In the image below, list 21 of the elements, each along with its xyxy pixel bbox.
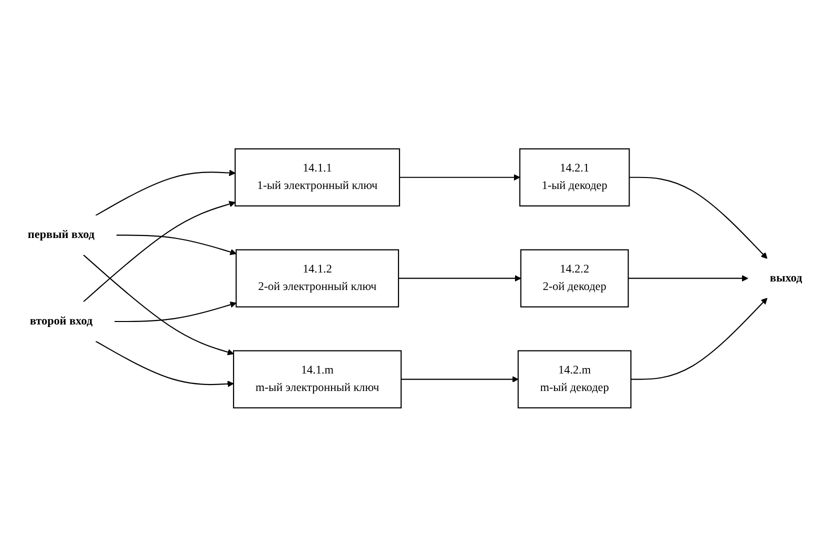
- arrow: [629, 176, 768, 259]
- arrow: [83, 200, 236, 302]
- arrow: [95, 169, 236, 216]
- node-box: 14.2.2 2-ой декодер: [520, 248, 629, 308]
- arrow: [401, 376, 518, 382]
- arrow: [398, 274, 522, 282]
- node-box: 14.2.m m-ый декодер: [518, 350, 632, 408]
- node-box: 14.2.1 1-ый декодер: [519, 148, 630, 206]
- node-box: 14.1.1 1-ый электронный ключ: [234, 148, 400, 206]
- arrow: [400, 174, 520, 180]
- arrow: [628, 274, 748, 282]
- arrow: [630, 297, 768, 380]
- node-text: первый вход: [28, 228, 95, 241]
- arrow: [116, 234, 236, 255]
- arrow: [114, 301, 236, 322]
- node-text: выход: [770, 271, 802, 284]
- node-text: второй вход: [30, 314, 93, 328]
- arrow: [95, 340, 234, 387]
- node-box: 14.1.2 2-ой электронный ключ: [236, 248, 400, 308]
- node-box: 14.1.m m-ый электронный ключ: [233, 350, 402, 408]
- arrow: [83, 254, 234, 355]
